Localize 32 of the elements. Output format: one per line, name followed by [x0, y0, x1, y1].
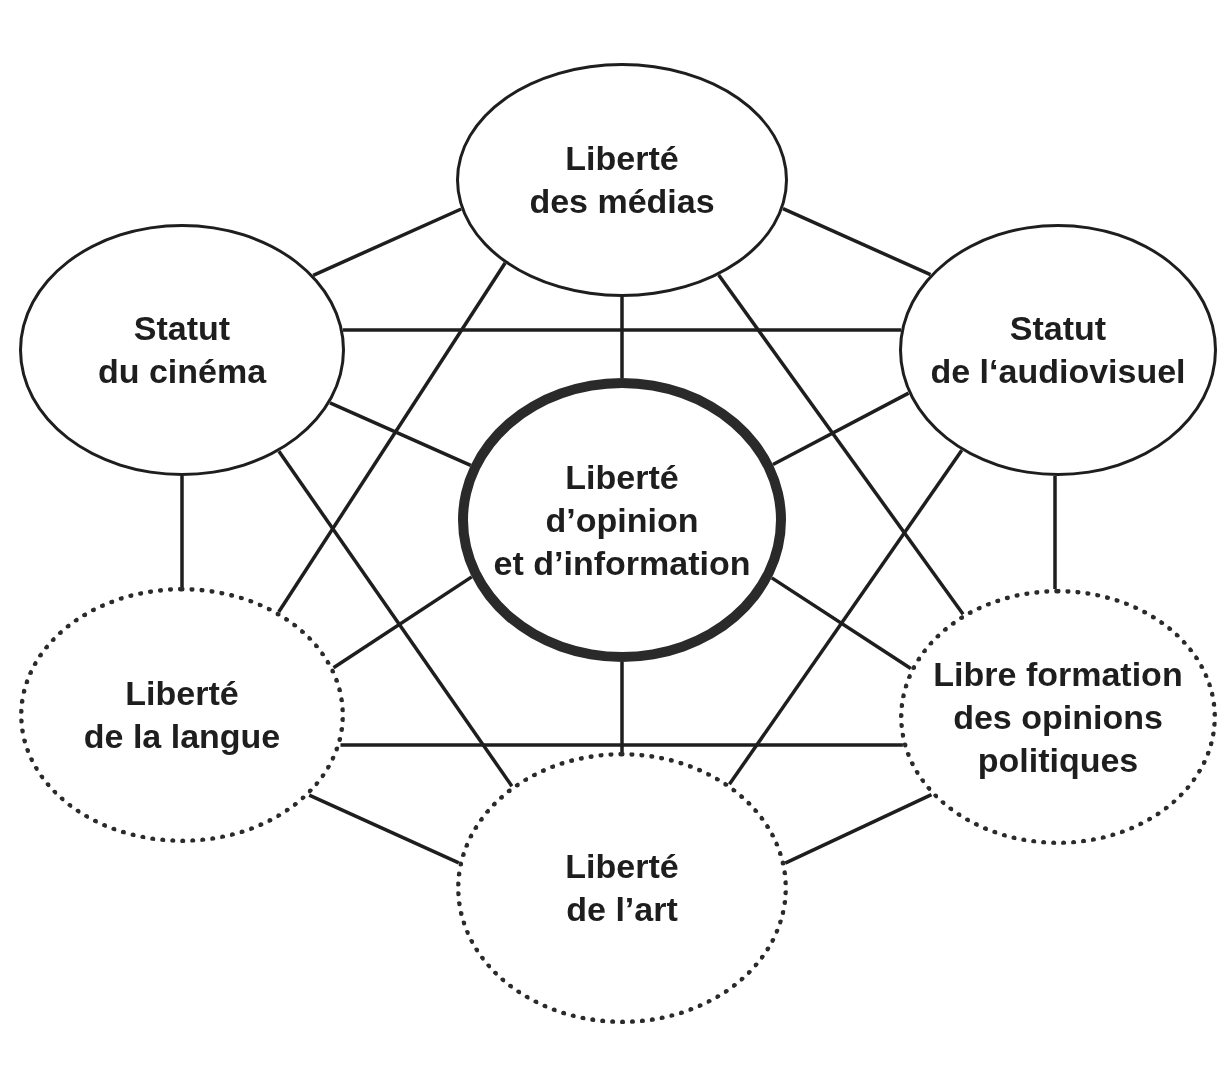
node-label: Statut du cinéma [97, 308, 267, 392]
connector-line [308, 793, 460, 865]
connector-line [342, 328, 901, 332]
ellipse-node [456, 63, 788, 297]
connector-line [620, 662, 624, 752]
connector-line [727, 449, 964, 786]
connector-line [1053, 476, 1057, 589]
connector-line [717, 274, 965, 616]
connector-line [772, 391, 910, 467]
node-label: Liberté de la langue [83, 673, 281, 757]
connector-line [782, 207, 932, 277]
node-label: Liberté d’opinion et d’information [493, 456, 751, 584]
connector-line [277, 262, 507, 613]
ellipse-node [899, 224, 1217, 476]
dotted-ellipse-node [19, 587, 345, 843]
ellipse-node [458, 378, 786, 662]
dotted-ellipse-node [899, 589, 1217, 845]
connector-line [180, 476, 184, 587]
connector-line [770, 576, 912, 670]
connector-line [277, 450, 514, 788]
connector-line [312, 207, 462, 277]
dotted-ellipse-node [456, 752, 788, 1024]
node-label: Liberté de l’art [565, 846, 679, 930]
connector-line [329, 401, 472, 467]
connector-line [332, 575, 473, 670]
node-label: Libre formation des opinions politiques [933, 653, 1183, 781]
ellipse-node [19, 224, 345, 476]
connector-line [620, 297, 624, 378]
connector-line [784, 793, 933, 865]
node-label: Statut de l‘audiovisuel [930, 308, 1186, 392]
connector-line [340, 743, 903, 747]
node-label: Liberté des médias [529, 138, 715, 222]
